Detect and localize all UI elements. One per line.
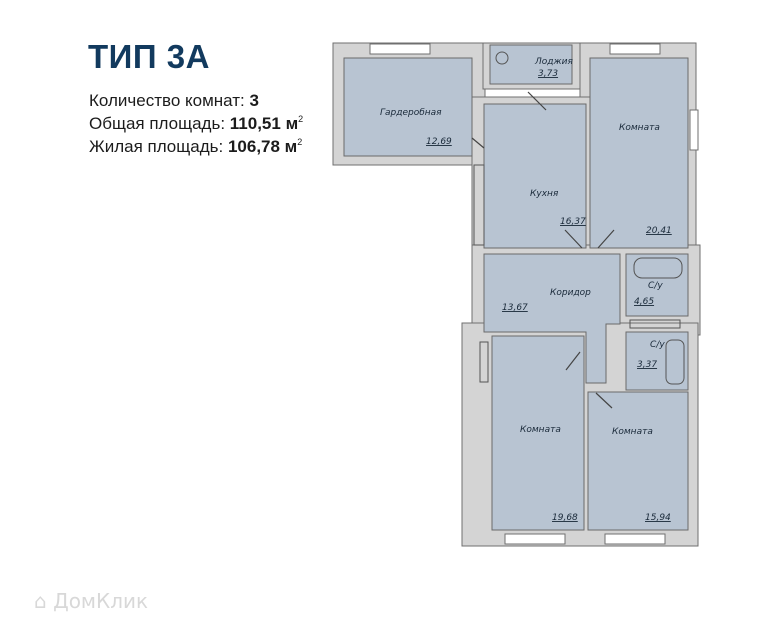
room-bottom-right-area: 15,94	[645, 513, 671, 523]
bath-2-area: 3,37	[637, 360, 657, 370]
window-wardrobe	[369, 43, 431, 55]
room-bottom-left[interactable]	[491, 335, 585, 531]
rooms-count-label: Количество комнат:	[89, 91, 245, 110]
door-bottom-left	[565, 351, 581, 371]
room-bottom-right-label: Комната	[612, 427, 653, 437]
loggia-fixture	[495, 51, 509, 65]
total-area-label: Общая площадь:	[89, 114, 226, 133]
loggia-area: 3,73	[538, 69, 558, 79]
bathtub-2	[665, 339, 685, 385]
bath-shelf	[629, 319, 681, 329]
room-top-label: Комната	[619, 123, 660, 133]
room-top-area: 20,41	[646, 226, 672, 236]
room-wardrobe[interactable]	[343, 57, 473, 157]
house-icon: ⌂	[34, 589, 47, 613]
plan-title: ТИП 3А	[88, 38, 210, 75]
window-top-room	[609, 43, 661, 55]
wardrobe-label: Гардеробная	[380, 108, 442, 118]
bath-2-label: С/у	[650, 340, 665, 350]
window-bottom-right	[604, 533, 666, 545]
door-kitchen	[564, 229, 583, 249]
rooms-count-value: 3	[249, 91, 259, 110]
radiator	[479, 341, 489, 383]
corridor-area: 13,67	[502, 303, 528, 313]
room-bottom-right[interactable]	[587, 391, 689, 531]
room-bottom-left-area: 19,68	[552, 513, 578, 523]
kitchen-area: 16,37	[560, 217, 586, 227]
window-side	[689, 109, 699, 151]
domclick-watermark: ⌂ ДомКлик	[34, 589, 148, 613]
door-top-room	[597, 229, 615, 249]
door-loggia	[527, 91, 547, 111]
bath-1-area: 4,65	[634, 297, 654, 307]
loggia-label: Лоджия	[534, 57, 573, 67]
bath-1-label: С/у	[648, 281, 663, 291]
doors	[471, 91, 615, 409]
room-top[interactable]	[589, 57, 689, 249]
room-kitchen[interactable]	[483, 103, 587, 249]
room-bottom-left-label: Комната	[520, 425, 561, 435]
watermark-text: ДомКлик	[53, 589, 149, 613]
living-area-label: Жилая площадь:	[89, 137, 224, 156]
corridor-label: Коридор	[550, 288, 591, 298]
fixtures	[473, 51, 685, 385]
rooms-count: Количество комнат: 3	[89, 91, 259, 111]
total-area-unit-power: 2	[298, 114, 304, 124]
door-wardrobe	[471, 137, 485, 149]
kitchen-label: Кухня	[530, 189, 559, 199]
room-loggia[interactable]	[489, 44, 573, 85]
window-bottom-left	[504, 533, 566, 545]
living-area-value: 106,78 м	[227, 137, 298, 156]
windows	[369, 43, 699, 545]
room-corridor[interactable]	[483, 253, 621, 384]
room-bath-2[interactable]	[625, 331, 689, 391]
total-area-value: 110,51 м	[229, 114, 299, 133]
room-bath-1[interactable]	[625, 253, 689, 317]
door-bottom-right	[595, 392, 613, 409]
wardrobe-area: 12,69	[426, 137, 452, 147]
living-area: Жилая площадь: 106,78 м2	[89, 137, 302, 157]
total-area: Общая площадь: 110,51 м2	[89, 114, 303, 134]
rooms	[343, 44, 689, 531]
kitchen-counter	[473, 164, 485, 246]
bathtub-1	[633, 257, 683, 279]
living-area-unit-power: 2	[297, 137, 303, 147]
